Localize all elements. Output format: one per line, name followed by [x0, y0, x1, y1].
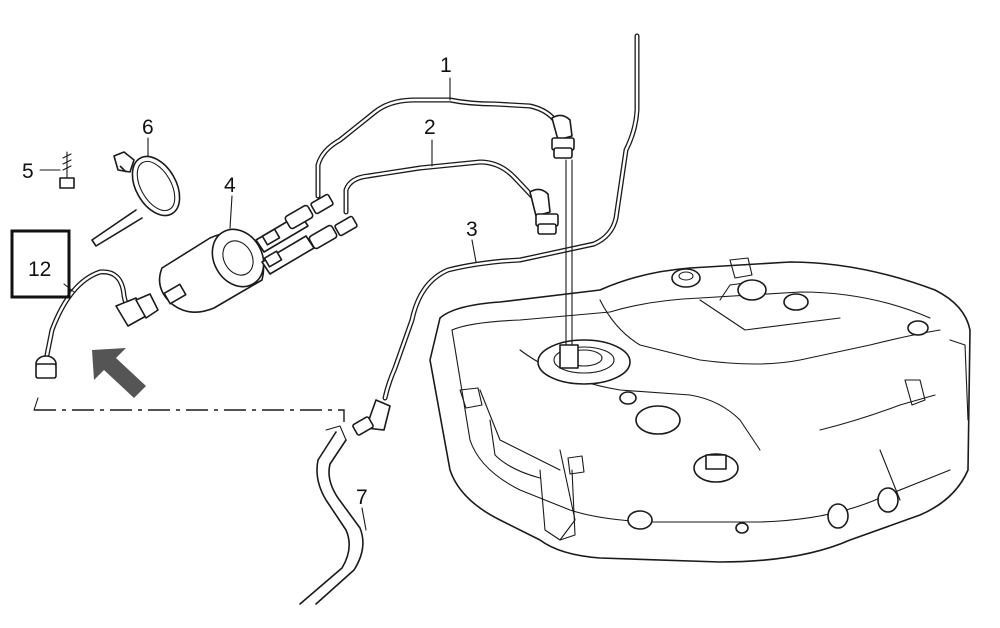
fuel-line-7: [299, 425, 364, 605]
fuel-line-1: [315, 97, 575, 199]
callout-7: 7: [356, 486, 368, 509]
fuel-filter: [158, 193, 358, 313]
leader-lines: [39, 77, 477, 531]
callout-5: 5: [22, 160, 34, 183]
arrow-up-left-icon: [92, 348, 146, 398]
callout-1: 1: [440, 54, 452, 77]
fuel-line-3: [352, 33, 640, 436]
callout-12-box: [10, 229, 71, 299]
callout-12: 12: [28, 258, 51, 281]
callout-2: 2: [424, 116, 436, 139]
callout-3: 3: [466, 218, 478, 241]
fuel-tank: [429, 257, 971, 563]
fuel-line-2: [343, 159, 559, 235]
fuel-line-12: [35, 269, 159, 379]
screw: [59, 151, 75, 189]
connection-line: [34, 409, 345, 422]
callout-6: 6: [142, 116, 154, 139]
callout-4: 4: [224, 174, 236, 197]
clamp-bracket: [91, 151, 181, 247]
